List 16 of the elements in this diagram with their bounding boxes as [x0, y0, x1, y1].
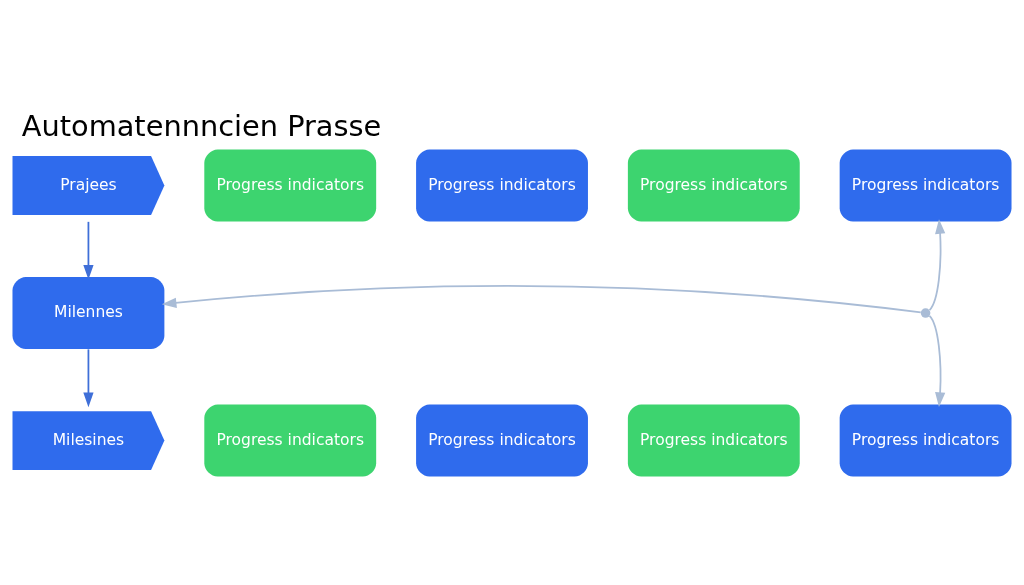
node-box: Progress indicators — [416, 149, 588, 222]
arrow — [83, 348, 94, 408]
diagram-title: Automatennncien Prasse — [21, 108, 382, 143]
node-box: Progress indicators — [204, 404, 377, 477]
arrow — [928, 219, 946, 311]
node-box: Progress indicators — [204, 149, 377, 222]
node-box: Progress indicators — [627, 404, 800, 477]
node-circle — [920, 308, 931, 318]
node-box: Progress indicators — [416, 404, 588, 477]
node-box: Progress indicators — [627, 149, 800, 222]
node-box: Progress indicators — [839, 404, 1012, 477]
arrow — [161, 285, 922, 314]
arrow — [83, 220, 94, 280]
node-box: Milennes — [12, 277, 165, 350]
node-box: Progress indicators — [839, 149, 1012, 222]
arrow — [928, 315, 946, 407]
